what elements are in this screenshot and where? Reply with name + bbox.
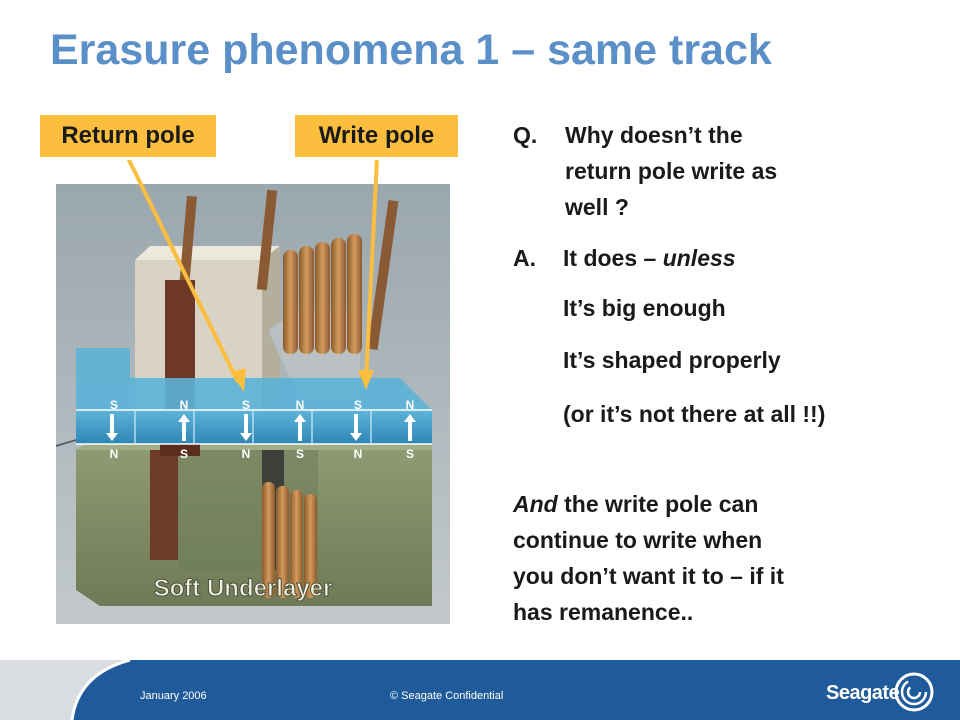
bit-bottom-letter: N bbox=[242, 447, 251, 461]
arrow-up-icon bbox=[404, 414, 416, 441]
arrow-down-icon bbox=[106, 414, 118, 441]
note-line-1: the write pole can bbox=[557, 491, 759, 517]
seagate-logo-text: Seagate bbox=[826, 682, 900, 704]
seagate-logo-icon bbox=[894, 672, 934, 712]
footer-band bbox=[0, 660, 960, 720]
bit-top-letter: S bbox=[242, 398, 250, 412]
lead-middle bbox=[256, 189, 278, 291]
bit-bottom-letter: N bbox=[354, 447, 363, 461]
bit-bottom-letter: N bbox=[110, 447, 119, 461]
lower-coil bbox=[262, 482, 317, 598]
arrow-down-icon bbox=[240, 414, 252, 441]
write-pole-pointer bbox=[364, 160, 379, 383]
slide-title: Erasure phenomena 1 – same track bbox=[50, 26, 772, 74]
question-line-1: Why doesn’t the bbox=[565, 122, 743, 148]
answer-point-3: (or it’s not there at all !!) bbox=[563, 401, 826, 427]
bit-bottom-letter: S bbox=[180, 447, 188, 461]
question-prefix: Q. bbox=[513, 122, 538, 148]
bit-top-letter: N bbox=[180, 398, 189, 412]
return-pole-pointer bbox=[126, 160, 240, 383]
answer-line: A. It does – unless bbox=[513, 240, 736, 276]
bit-top-letter: N bbox=[296, 398, 305, 412]
bit-top-letter: S bbox=[354, 398, 362, 412]
arrow-up-icon bbox=[294, 414, 306, 441]
lead-right bbox=[367, 200, 399, 350]
write-pole-label: Write pole bbox=[295, 115, 458, 157]
recording-head-diagram: S N S N S N N S N S N S Soft Underlayer bbox=[55, 160, 450, 624]
footer-date: January 2006 bbox=[140, 690, 207, 702]
answer-point-2: It’s shaped properly bbox=[563, 347, 781, 373]
magnetization-arrows bbox=[106, 414, 416, 441]
answer-point-1: It’s big enough bbox=[563, 295, 726, 321]
question-line-2: return pole write as bbox=[565, 158, 778, 184]
note-line-2: continue to write when bbox=[513, 527, 763, 553]
bit-bottom-letter: S bbox=[406, 447, 414, 461]
note-line-3: you don’t want it to – if it bbox=[513, 563, 784, 589]
media-top bbox=[76, 348, 432, 410]
upper-coil bbox=[283, 234, 362, 354]
footer-confidential: © Seagate Confidential bbox=[390, 690, 504, 702]
soft-underlayer-label: Soft Underlayer bbox=[154, 575, 333, 602]
return-pole-label: Return pole bbox=[40, 115, 216, 157]
media-layer bbox=[76, 410, 432, 444]
bit-top-letter: S bbox=[110, 398, 118, 412]
answer-prefix: A. bbox=[513, 245, 536, 271]
lower-return-pole bbox=[150, 450, 178, 560]
note-emphasis: And bbox=[513, 491, 558, 517]
question-block: Q. Why doesn’t the return pole write as w… bbox=[513, 117, 933, 225]
answer-lead: It does – bbox=[563, 245, 663, 271]
remanence-note: And the write pole can continue to write… bbox=[513, 486, 913, 630]
bit-dividers bbox=[134, 410, 372, 444]
answer-lead-emphasis: unless bbox=[662, 245, 736, 271]
question-line-3: well ? bbox=[565, 194, 629, 220]
arrow-up-icon bbox=[178, 414, 190, 441]
arrow-down-icon bbox=[350, 414, 362, 441]
note-line-4: has remanence.. bbox=[513, 599, 694, 625]
bit-bottom-letter: S bbox=[296, 447, 304, 461]
bit-top-letter: N bbox=[406, 398, 415, 412]
